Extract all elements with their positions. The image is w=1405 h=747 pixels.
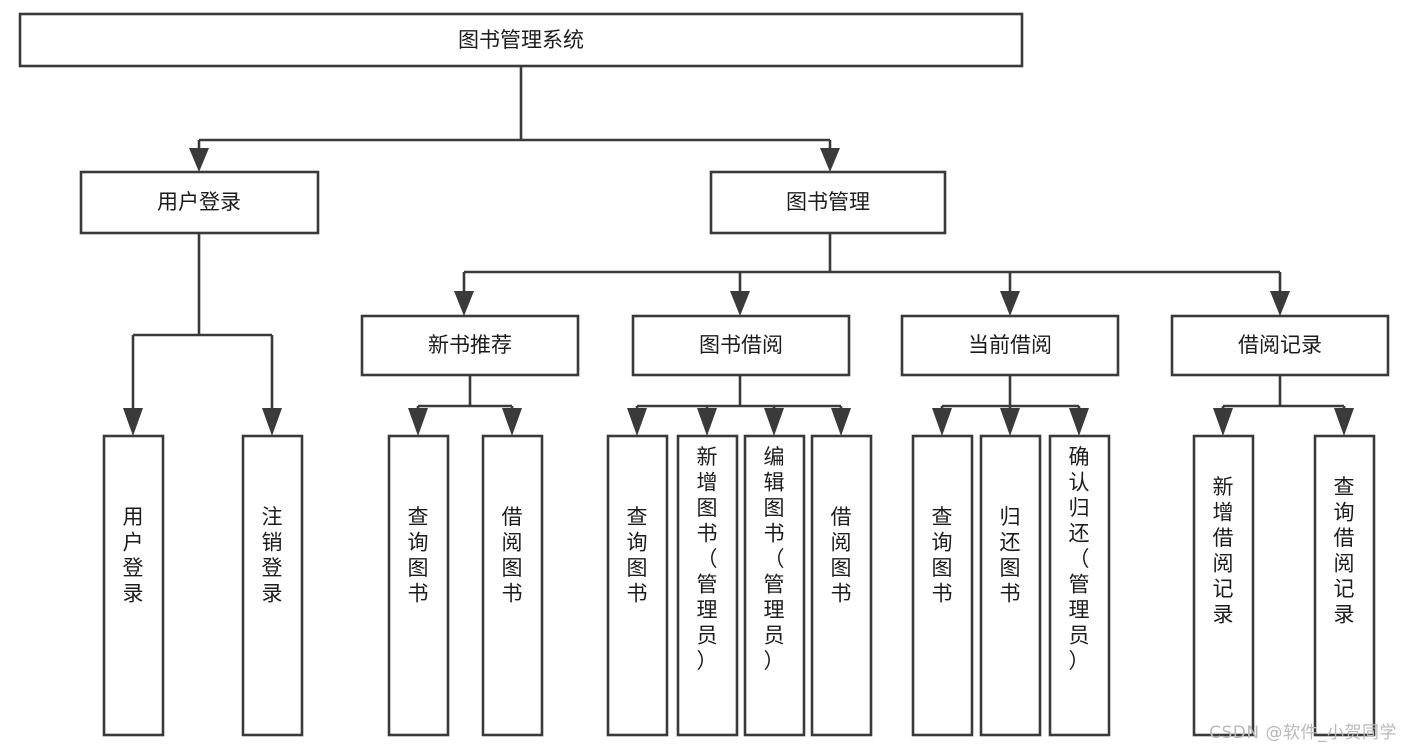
- node-leaf-query-book-1[interactable]: 查询图书: [387, 434, 450, 737]
- node-leaf-confirm-return-label: 确认归还（管理员）: [1069, 445, 1090, 673]
- node-leaf-query-book-2[interactable]: 查询图书: [606, 434, 669, 737]
- node-leaf-query-record-box[interactable]: [1313, 434, 1376, 737]
- node-book-borrow[interactable]: 图书借阅: [631, 314, 851, 377]
- node-leaf-add-record-label: 新增借阅记录: [1213, 475, 1234, 627]
- arrowhead-leaf-edit-book: [764, 408, 784, 436]
- node-new-book-recommend-box[interactable]: [360, 314, 580, 377]
- arrowhead-leaf-borrow-book-1: [502, 408, 522, 436]
- node-leaf-query-book-1-box[interactable]: [387, 434, 450, 737]
- node-leaf-add-book-label: 新增图书（管理员）: [697, 445, 718, 673]
- node-book-management[interactable]: 图书管理: [709, 170, 947, 235]
- node-leaf-query-record[interactable]: 查询借阅记录: [1313, 434, 1376, 737]
- node-leaf-borrow-book-2-box[interactable]: [810, 434, 873, 737]
- node-user-login[interactable]: 用户登录: [79, 170, 320, 235]
- node-leaf-query-book-3[interactable]: 查询图书: [911, 434, 974, 737]
- node-leaf-logout-box[interactable]: [241, 434, 304, 737]
- node-book-borrow-box[interactable]: [631, 314, 851, 377]
- arrowhead-user-login: [189, 148, 209, 172]
- node-root-label: 图书管理系统: [458, 28, 584, 52]
- node-leaf-query-book-3-label: 查询图书: [932, 505, 953, 606]
- arrowhead-leaf-user-login: [123, 408, 143, 436]
- node-leaf-add-record[interactable]: 新增借阅记录: [1192, 434, 1255, 737]
- node-user-login-box[interactable]: [79, 170, 320, 235]
- arrowhead-leaf-return-book: [1000, 408, 1020, 436]
- node-book-borrow-label: 图书借阅: [699, 333, 783, 357]
- node-leaf-borrow-book-1[interactable]: 借阅图书: [481, 434, 544, 737]
- node-book-management-box[interactable]: [709, 170, 947, 235]
- node-leaf-user-login-box[interactable]: [102, 434, 165, 737]
- arrowhead-new-book-recommend: [454, 291, 474, 316]
- node-leaf-logout-label: 注销登录: [262, 505, 283, 606]
- arrowhead-leaf-add-record: [1213, 408, 1233, 436]
- node-current-borrow[interactable]: 当前借阅: [900, 314, 1120, 377]
- node-root[interactable]: 图书管理系统: [18, 12, 1024, 68]
- node-leaf-query-book-1-label: 查询图书: [408, 505, 429, 606]
- arrowhead-leaf-query-book-3: [932, 408, 952, 436]
- node-leaf-borrow-book-1-label: 借阅图书: [502, 505, 523, 606]
- node-borrow-record-label: 借阅记录: [1238, 333, 1322, 357]
- node-leaf-borrow-book-2[interactable]: 借阅图书: [810, 434, 873, 737]
- node-borrow-record[interactable]: 借阅记录: [1170, 314, 1390, 377]
- node-leaf-return-book-label: 归还图书: [1000, 505, 1021, 606]
- node-leaf-confirm-return[interactable]: 确认归还（管理员）: [1048, 434, 1111, 737]
- csdn-watermark: CSDN @软件_小贺同学: [1209, 723, 1397, 743]
- node-current-borrow-box[interactable]: [900, 314, 1120, 377]
- connector-layer: [123, 66, 1354, 436]
- arrowhead-book-management: [820, 148, 840, 172]
- node-leaf-add-book[interactable]: 新增图书（管理员）: [676, 434, 739, 737]
- arrowhead-borrow-record: [1270, 291, 1290, 316]
- node-leaf-add-book-box[interactable]: [676, 434, 739, 737]
- arrowhead-leaf-add-book: [697, 408, 717, 436]
- node-current-borrow-label: 当前借阅: [968, 333, 1052, 357]
- arrowhead-leaf-query-record: [1334, 408, 1354, 436]
- node-leaf-query-book-2-label: 查询图书: [627, 505, 648, 606]
- node-leaf-edit-book-box[interactable]: [743, 434, 806, 737]
- node-leaf-confirm-return-box[interactable]: [1048, 434, 1111, 737]
- node-leaf-query-book-2-box[interactable]: [606, 434, 669, 737]
- node-leaf-query-record-label: 查询借阅记录: [1334, 475, 1355, 627]
- node-leaf-edit-book-label: 编辑图书（管理员）: [764, 445, 785, 673]
- node-leaf-borrow-book-2-label: 借阅图书: [831, 505, 852, 606]
- arrowhead-leaf-query-book-2: [627, 408, 647, 436]
- arrowhead-book-borrow: [730, 291, 750, 316]
- node-leaf-add-record-box[interactable]: [1192, 434, 1255, 737]
- node-user-login-label: 用户登录: [157, 190, 241, 214]
- node-leaf-edit-book[interactable]: 编辑图书（管理员）: [743, 434, 806, 737]
- node-leaf-query-book-3-box[interactable]: [911, 434, 974, 737]
- node-leaf-user-login-label: 用户登录: [123, 505, 144, 606]
- node-book-management-label: 图书管理: [786, 190, 870, 214]
- node-new-book-recommend-label: 新书推荐: [428, 333, 512, 357]
- node-new-book-recommend[interactable]: 新书推荐: [360, 314, 580, 377]
- arrowhead-leaf-borrow-book-2: [831, 408, 851, 436]
- node-root-box[interactable]: [18, 12, 1024, 68]
- node-leaf-return-book[interactable]: 归还图书: [979, 434, 1042, 737]
- node-borrow-record-box[interactable]: [1170, 314, 1390, 377]
- node-leaf-logout[interactable]: 注销登录: [241, 434, 304, 737]
- arrowhead-leaf-confirm-return: [1069, 408, 1089, 436]
- node-leaf-return-book-box[interactable]: [979, 434, 1042, 737]
- arrowhead-leaf-logout: [262, 408, 282, 436]
- arrowhead-current-borrow: [1000, 291, 1020, 316]
- node-leaf-borrow-book-1-box[interactable]: [481, 434, 544, 737]
- node-leaf-user-login[interactable]: 用户登录: [102, 434, 165, 737]
- arrowhead-leaf-query-book-1: [408, 408, 428, 436]
